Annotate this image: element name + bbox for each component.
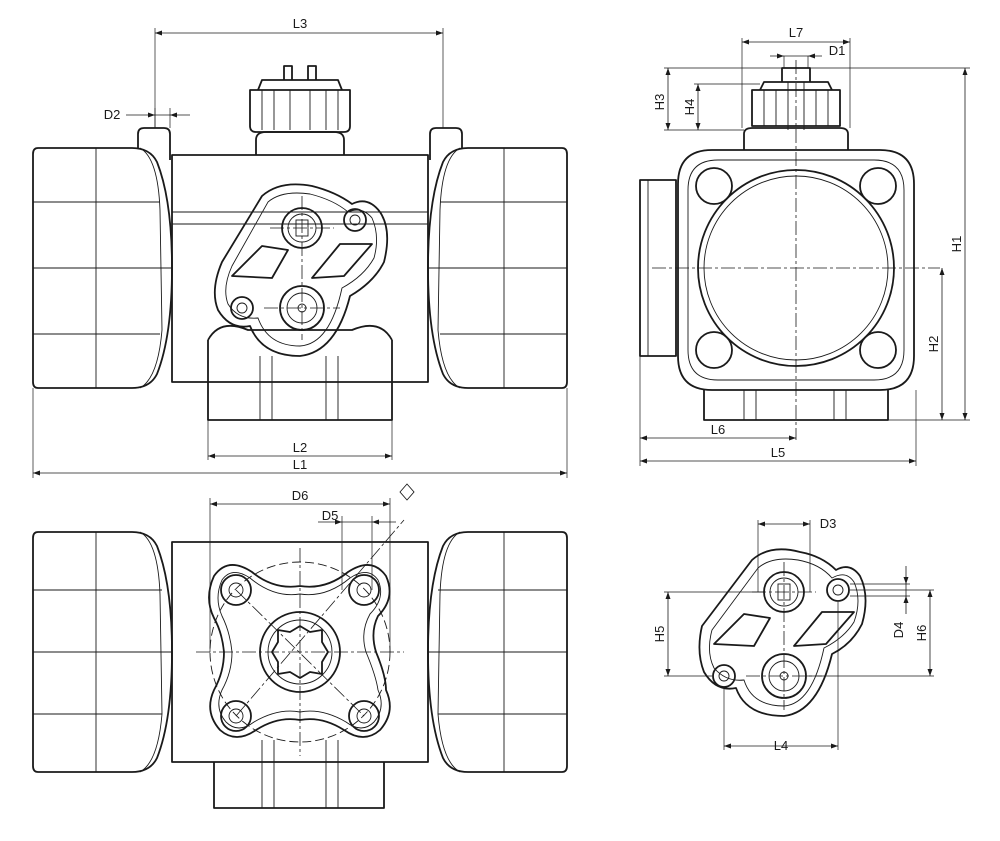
dim-label-D6: D6 [292,488,309,503]
dim-label-H1: H1 [949,236,964,253]
front-dimensions: L3 D2 L2 L1 [32,16,568,478]
dim-label-H3: H3 [652,94,667,111]
front-view [32,65,568,421]
side-dimensions: L7 D1 H3 H4 H1 H2 L6 [639,25,970,466]
detail-dimensions: D3 L4 H5 D4 H6 [652,516,934,753]
side-view [639,60,940,440]
dim-label-H5: H5 [652,626,667,643]
bottom-view [32,483,568,809]
dim-label-L5: L5 [771,445,785,460]
dim-label-D3: D3 [820,516,837,531]
dim-label-L1: L1 [293,457,307,472]
bottom-dimensions: D6 D5 [209,488,396,652]
dim-label-L6: L6 [711,422,725,437]
dim-label-D2: D2 [104,107,121,122]
dim-label-H2: H2 [926,336,941,353]
dim-label-L2: L2 [293,440,307,455]
dim-label-H4: H4 [682,99,697,116]
dim-label-D5: D5 [322,508,339,523]
dim-label-L7: L7 [789,25,803,40]
dim-label-L4: L4 [774,738,788,753]
dim-label-L3: L3 [293,16,307,31]
dim-label-D4: D4 [891,622,906,639]
dim-label-D1: D1 [829,43,846,58]
dim-label-H6: H6 [914,625,929,642]
